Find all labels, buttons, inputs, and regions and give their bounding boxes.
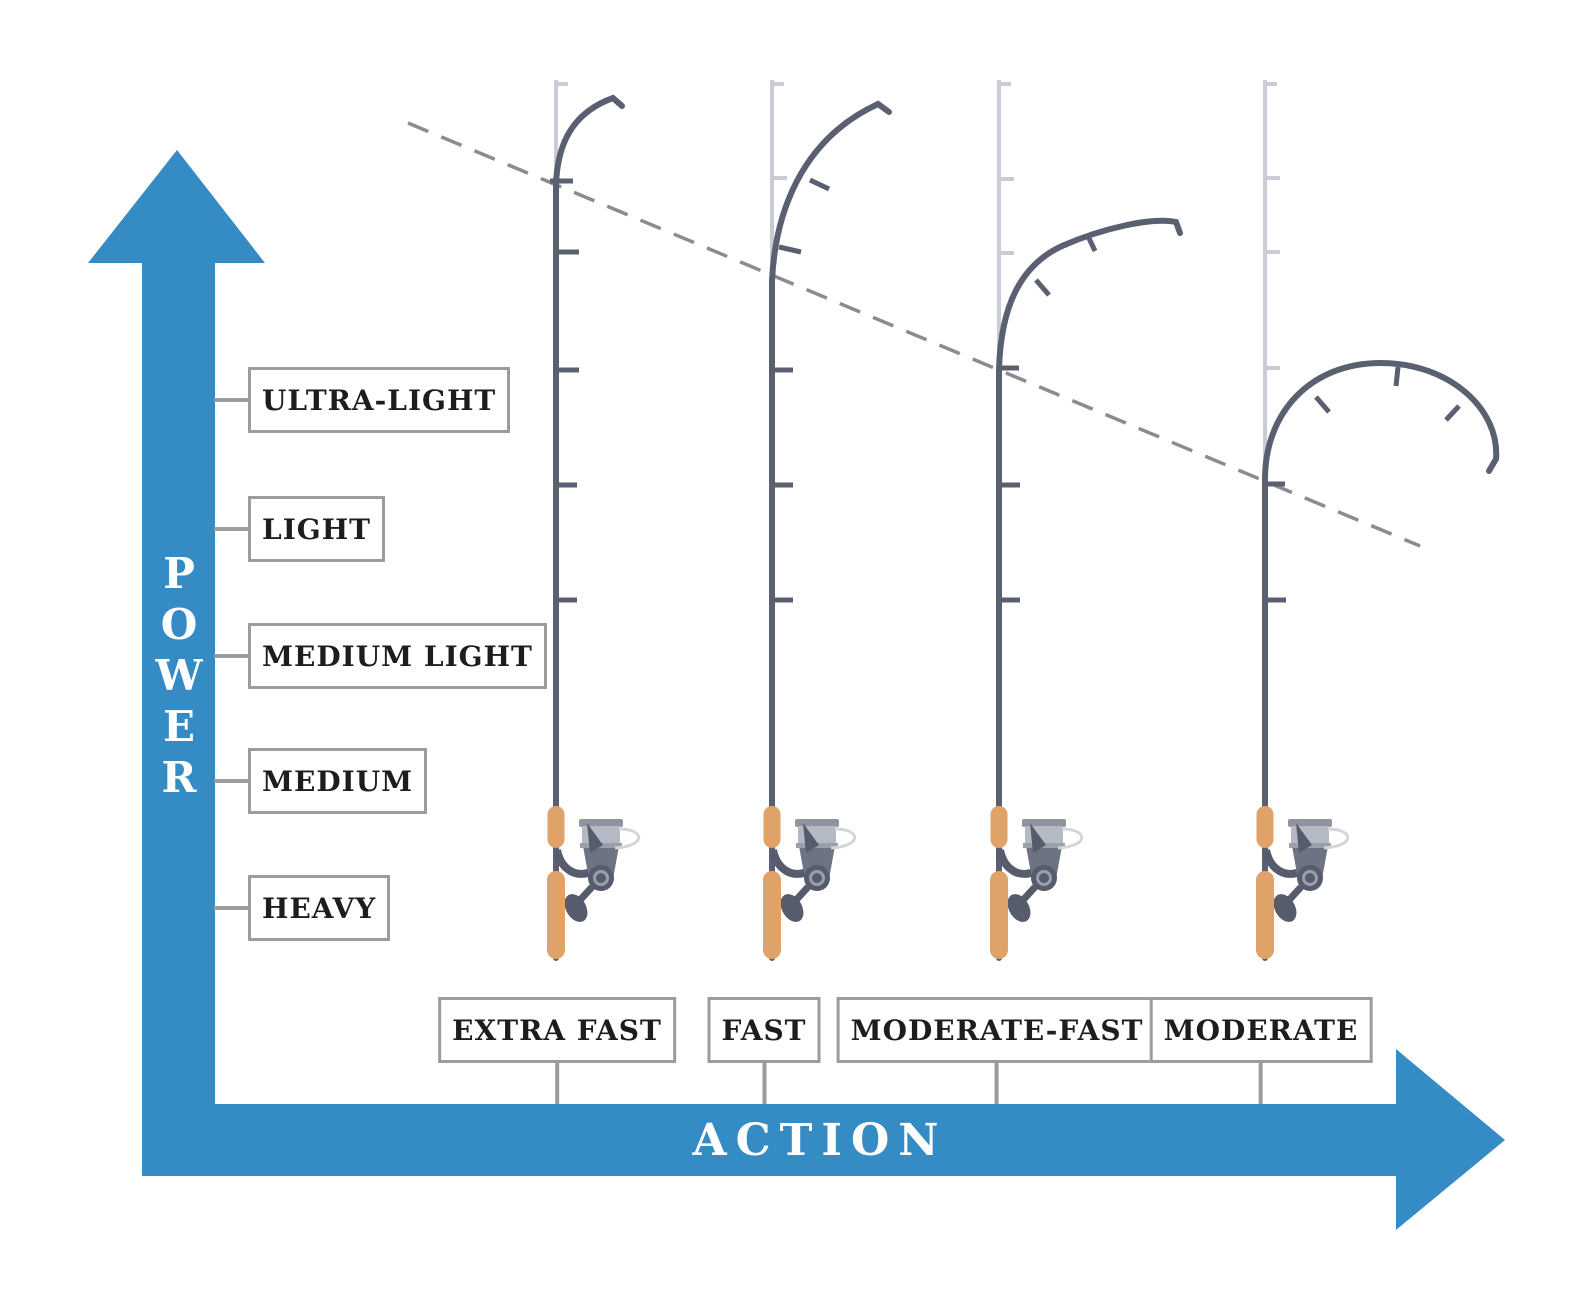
action-axis-title: ACTION xyxy=(560,1104,1080,1176)
reel-and-grip-icon xyxy=(763,806,855,959)
power-label-light: LIGHT xyxy=(214,496,385,562)
connector-line xyxy=(214,398,248,402)
power-axis-arrow xyxy=(88,150,265,1176)
rod-guides xyxy=(550,178,579,603)
label-box: MEDIUM LIGHT xyxy=(248,623,547,689)
rod-blank xyxy=(996,217,1183,961)
power-label-heavy: HEAVY xyxy=(214,875,391,941)
rod-blank xyxy=(769,100,892,961)
label-box: HEAVY xyxy=(248,875,391,941)
reel-and-grip-icon xyxy=(547,806,639,959)
rod-ghost-line xyxy=(997,80,1014,369)
power-label-medium-light: MEDIUM LIGHT xyxy=(214,623,547,689)
rod-ghost-line xyxy=(1263,80,1280,479)
connector-line xyxy=(214,779,248,783)
connector-line xyxy=(214,527,248,531)
action-axis-title-text: ACTION xyxy=(692,1114,948,1166)
rod-guides xyxy=(772,177,831,603)
connector-line xyxy=(554,1063,559,1104)
bend-depth-dashed-line xyxy=(407,121,1421,548)
action-label-moderate: MODERATE xyxy=(1149,997,1373,1104)
label-box: MODERATE xyxy=(1149,997,1373,1063)
power-axis-title: POWER xyxy=(142,549,215,804)
label-box: MEDIUM xyxy=(248,748,428,814)
power-axis-title-text: POWER xyxy=(154,549,204,804)
rod-extra-fast xyxy=(547,80,639,959)
rod-moderate xyxy=(1256,80,1500,961)
label-box: MODERATE-FAST xyxy=(836,997,1158,1063)
action-label-fast: FAST xyxy=(707,997,821,1104)
label-box: EXTRA FAST xyxy=(438,997,676,1063)
rod-guides xyxy=(1265,366,1461,603)
reel-and-grip-icon xyxy=(990,806,1082,959)
power-label-ultra-light: ULTRA-LIGHT xyxy=(214,367,511,433)
rod-guides xyxy=(999,232,1098,603)
label-box: ULTRA-LIGHT xyxy=(248,367,511,433)
connector-line xyxy=(214,654,248,658)
rod-ghost-line xyxy=(770,80,787,281)
label-box: LIGHT xyxy=(248,496,385,562)
connector-line xyxy=(214,906,248,910)
label-box: FAST xyxy=(707,997,821,1063)
rod-moderate-fast xyxy=(990,80,1183,961)
action-axis-arrow xyxy=(142,1049,1505,1230)
connector-line xyxy=(1259,1063,1263,1104)
reel-and-grip-icon xyxy=(1256,806,1348,959)
rod-fast xyxy=(763,80,892,961)
rod-blank xyxy=(1262,359,1500,961)
action-label-moderate-fast: MODERATE-FAST xyxy=(836,997,1158,1104)
connector-line xyxy=(762,1063,766,1104)
action-label-extra-fast: EXTRA FAST xyxy=(438,997,676,1104)
connector-line xyxy=(995,1063,999,1104)
power-label-medium: MEDIUM xyxy=(214,748,428,814)
